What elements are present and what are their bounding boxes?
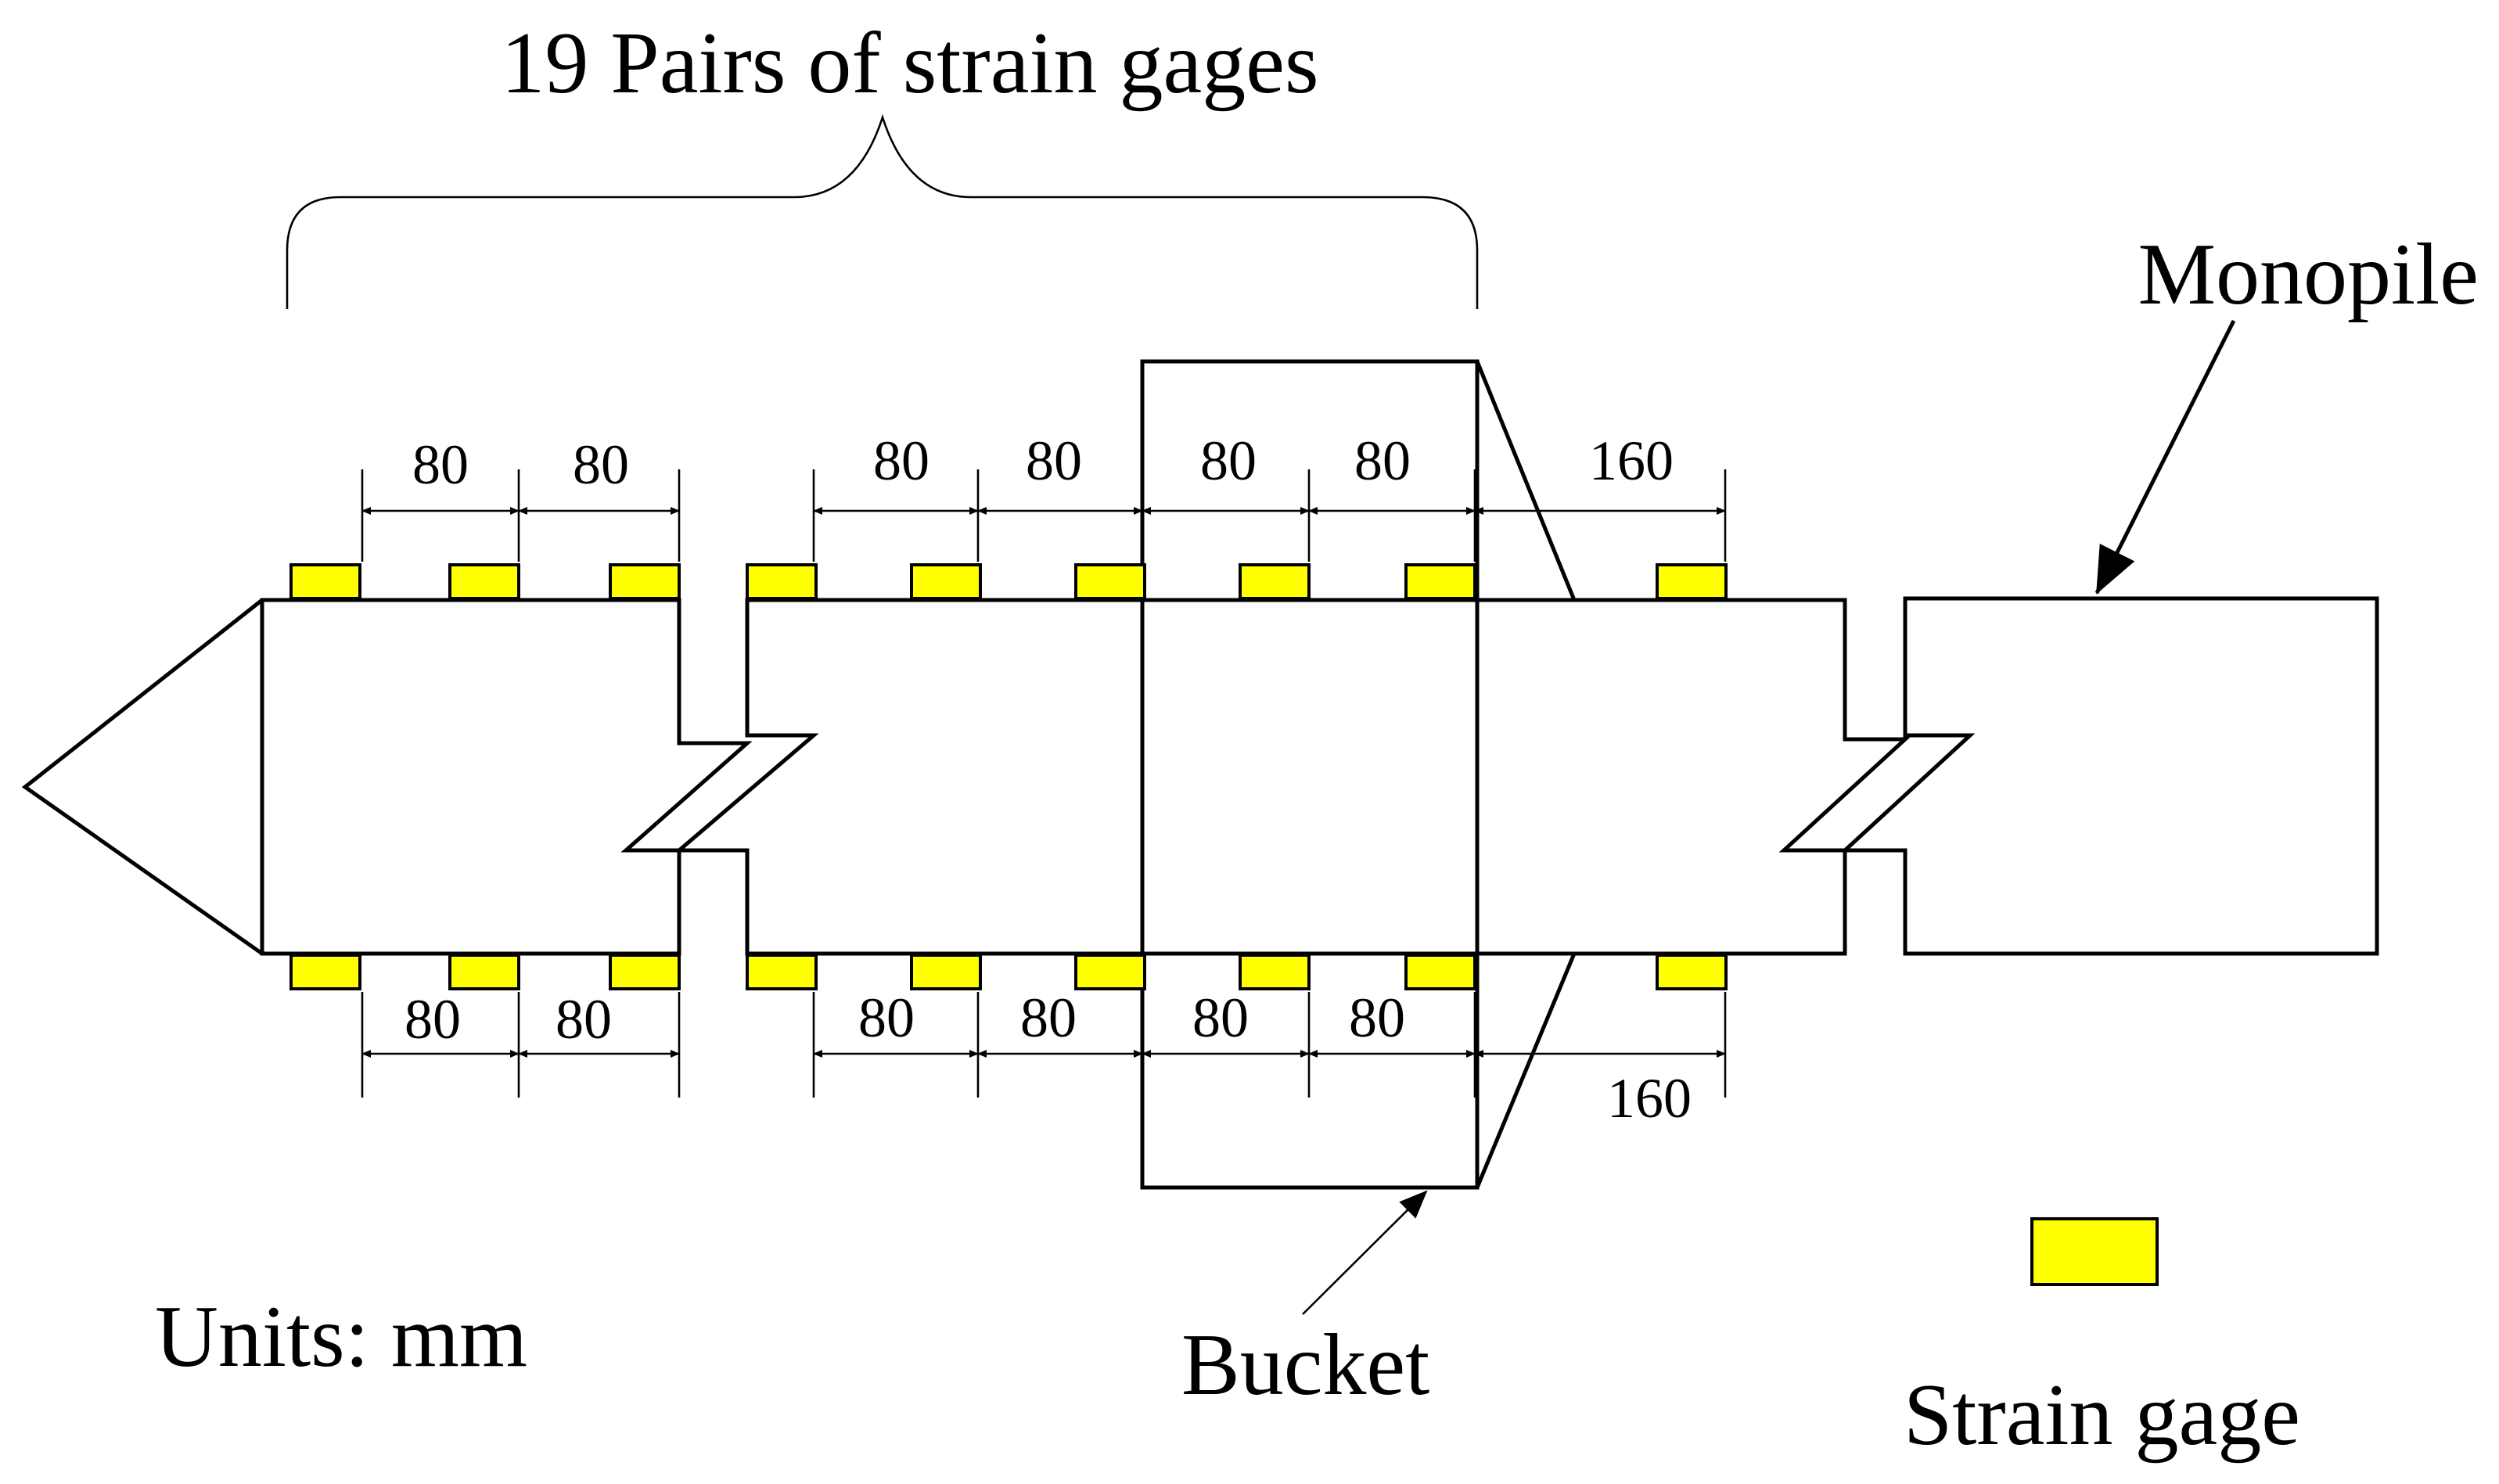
dimension-label: 80 [412, 433, 469, 496]
monopile-pointer-arrow [2094, 319, 2236, 595]
dimension-label: 160 [1589, 429, 1674, 492]
strain-gage [1239, 954, 1311, 990]
strain-gage [609, 563, 681, 600]
dimension-label: 80 [873, 429, 929, 492]
diagram-title: 19 Pairs of strain gages [501, 15, 1318, 112]
bucket-skirt-bottom [1475, 953, 1577, 1188]
dimension-label: 160 [1607, 1067, 1692, 1130]
dimension-lines-bottom: 80 80 80 80 80 80 160 [361, 986, 1727, 1130]
bucket-label: Bucket [1181, 1317, 1429, 1414]
dimension-label: 80 [858, 986, 915, 1049]
strain-gage [289, 563, 361, 600]
legend: Strain gage [1904, 1217, 2300, 1464]
dimension-label: 80 [1026, 429, 1082, 492]
strain-gage [289, 954, 361, 990]
bucket-body [1140, 359, 1480, 1190]
strain-gage [1239, 563, 1311, 600]
strain-gages-top [289, 563, 1728, 600]
dimension-label: 80 [1020, 986, 1077, 1049]
strain-gage [1656, 563, 1728, 600]
monopile-segment [1839, 596, 2379, 956]
strain-gage [1074, 563, 1146, 600]
gage-group-brace [286, 113, 1479, 309]
strain-gage [448, 563, 520, 600]
strain-gage [1404, 563, 1476, 600]
pile-cone-tip [21, 598, 264, 956]
legend-strain-gage-swatch [2030, 1217, 2159, 1286]
strain-gage [1404, 954, 1476, 990]
pile-segment-left [260, 598, 753, 956]
strain-gage [1074, 954, 1146, 990]
dimension-label: 80 [1354, 429, 1411, 492]
strain-gages-bottom [289, 954, 1728, 990]
dimension-label: 80 [405, 988, 461, 1051]
bucket-skirt-top [1475, 361, 1577, 601]
dimension-label: 80 [556, 988, 612, 1051]
units-label: Units: mm [155, 1288, 527, 1385]
pile-segment-middle [674, 598, 1911, 956]
strain-gage [448, 954, 520, 990]
bucket-pointer-arrow [1302, 1190, 1428, 1315]
strain-gage [910, 954, 982, 990]
strain-gage [910, 563, 982, 600]
dimension-label: 80 [573, 433, 629, 496]
legend-strain-gage-label: Strain gage [1904, 1367, 2300, 1464]
dimension-label: 80 [1192, 986, 1249, 1049]
strain-gage [746, 954, 818, 990]
dimension-label: 80 [1200, 429, 1257, 492]
dimension-lines-top: 80 80 80 80 80 80 160 [361, 429, 1727, 562]
strain-gage [746, 563, 818, 600]
monopile-label: Monopile [2138, 226, 2479, 323]
strain-gage [609, 954, 681, 990]
dimension-label: 80 [1349, 986, 1405, 1049]
strain-gage [1656, 954, 1728, 990]
